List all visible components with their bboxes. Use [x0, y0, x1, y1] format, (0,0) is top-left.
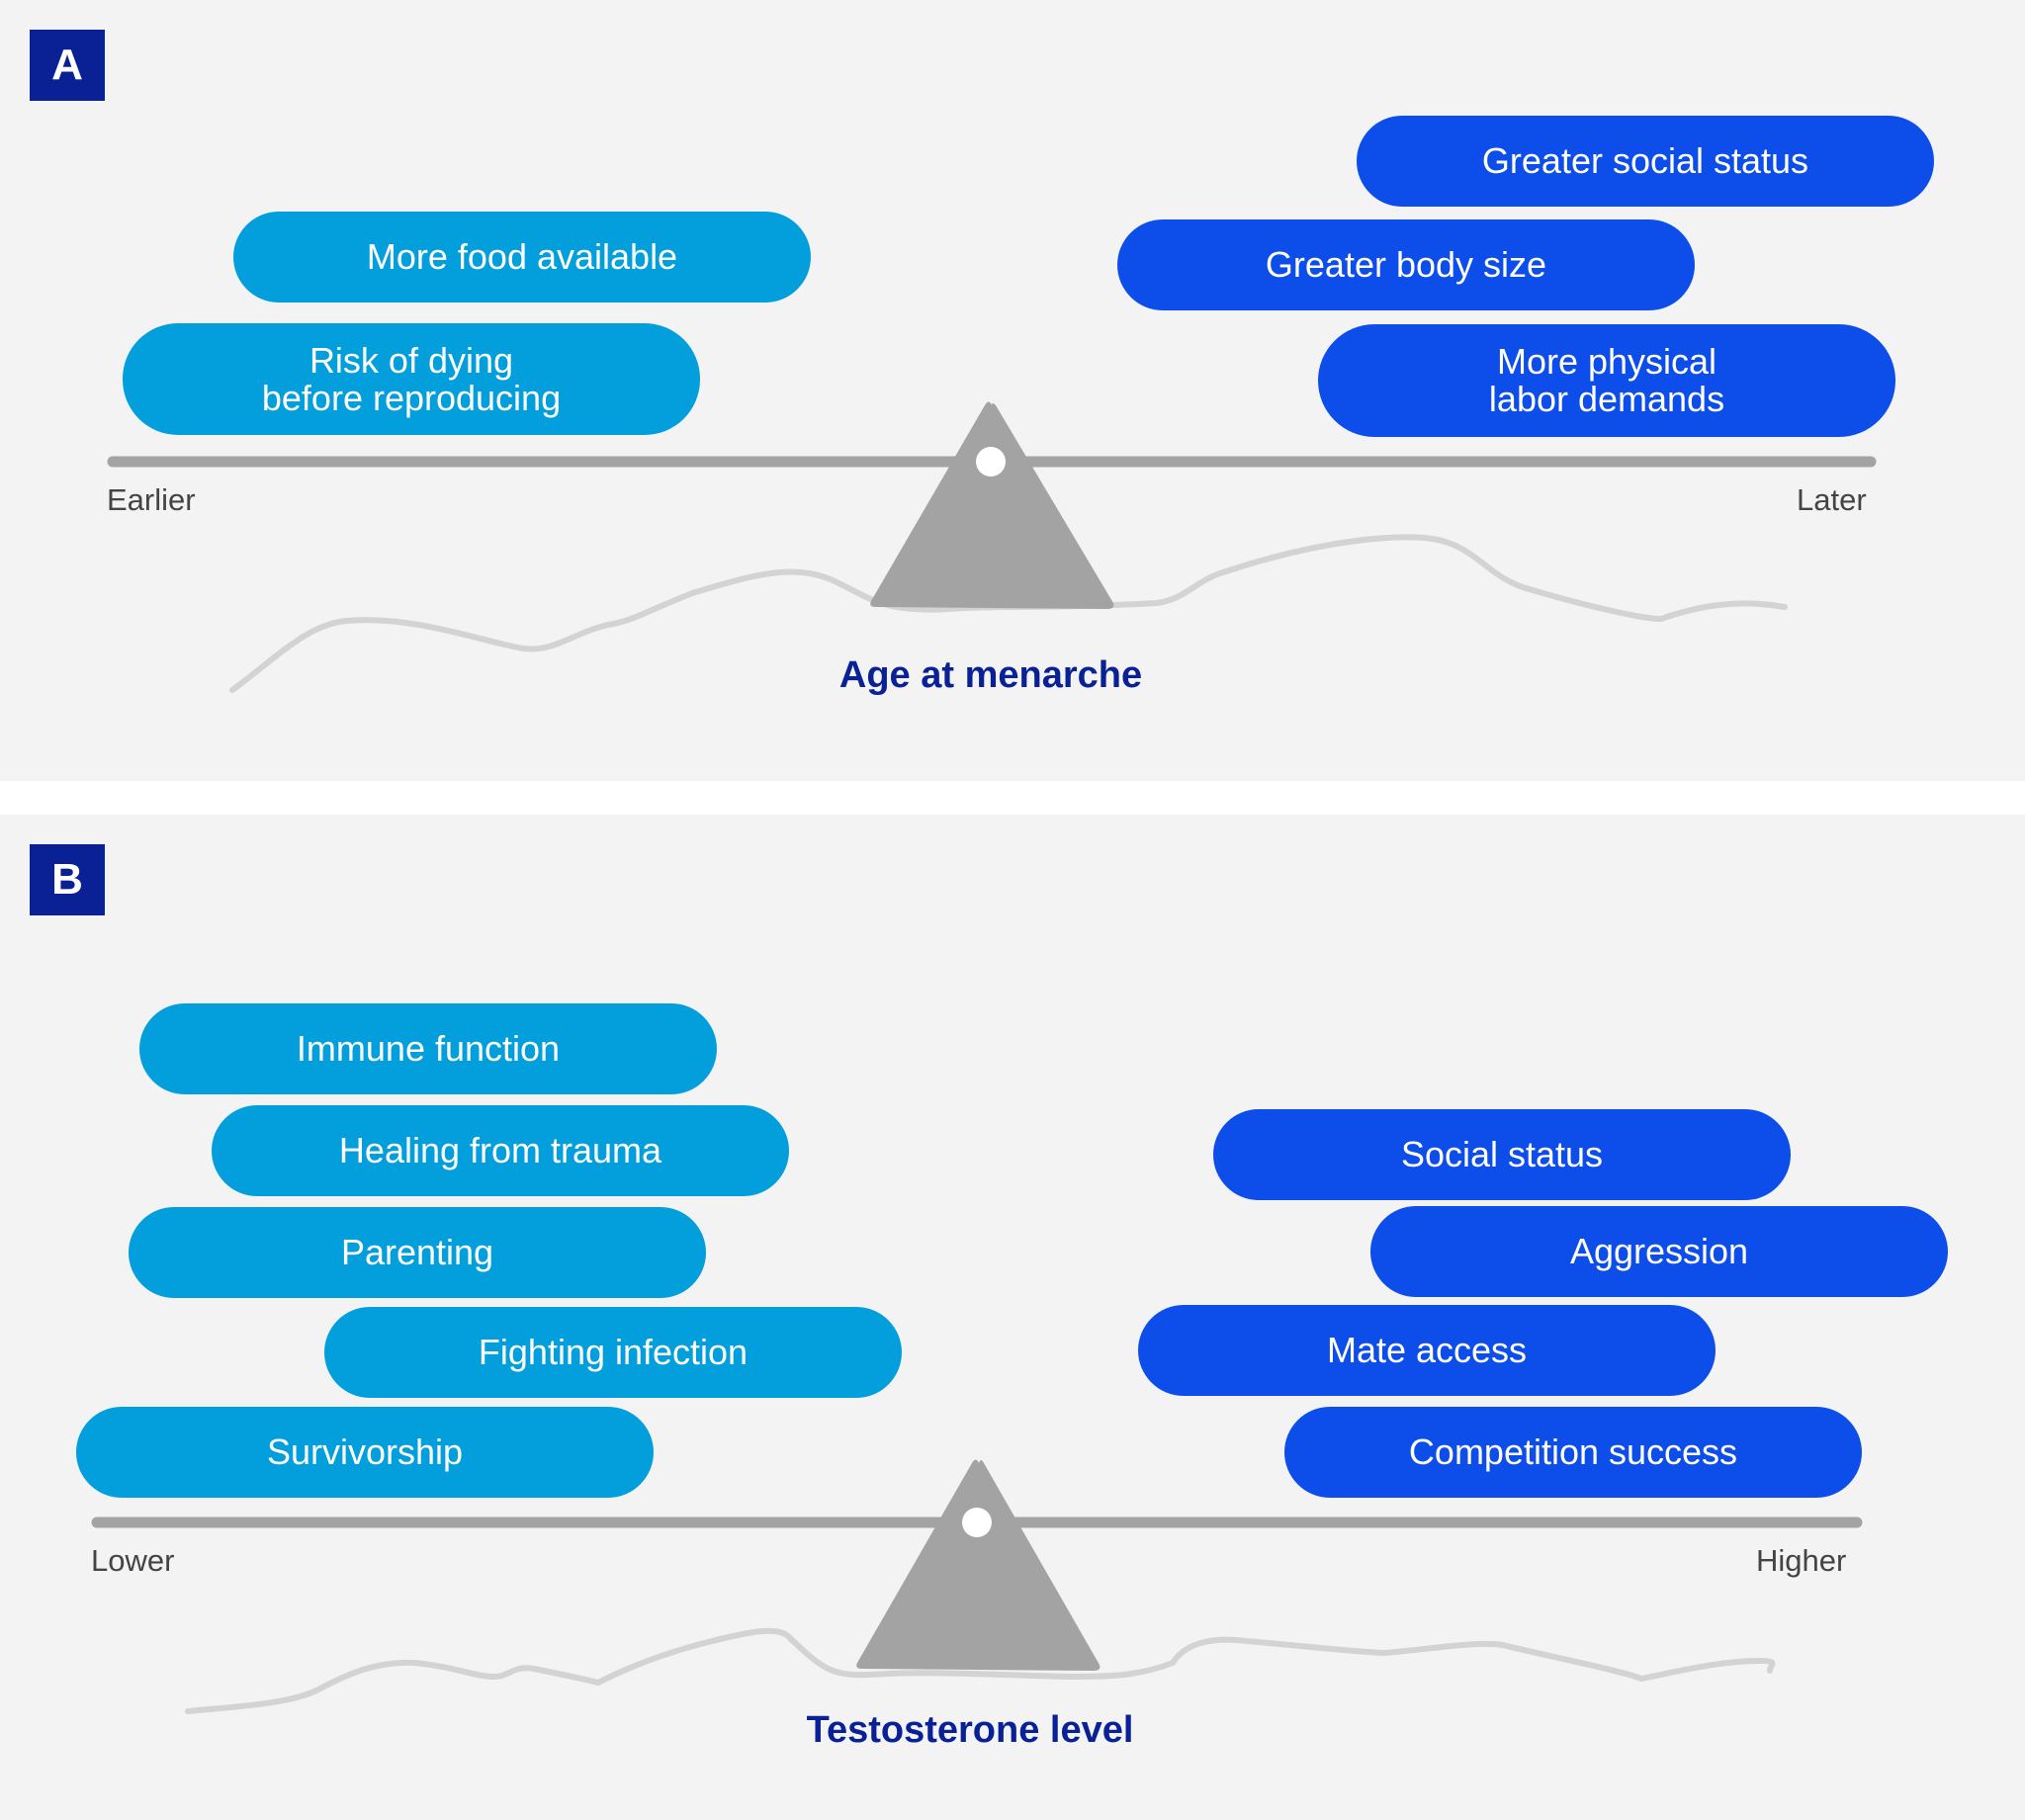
- factor-label: Immune function: [296, 1028, 561, 1069]
- seesaw-a: [107, 401, 1877, 693]
- factor-pill: Immune function: [139, 1003, 717, 1094]
- high-end-label: Higher: [1756, 1543, 1847, 1578]
- factor-pill: Greater social status: [1357, 116, 1934, 207]
- factor-pill: Social status: [1213, 1109, 1791, 1200]
- factor-pill: More physical labor demands: [1318, 324, 1895, 437]
- fulcrum-b: [856, 1459, 1101, 1671]
- factor-pill: Greater body size: [1117, 219, 1695, 310]
- factor-label: Risk of dying before reproducing: [261, 339, 562, 418]
- factor-pill: Competition success: [1284, 1407, 1862, 1498]
- factor-label: More food available: [366, 236, 678, 277]
- factor-label: Parenting: [340, 1232, 494, 1272]
- low-end-label: Earlier: [107, 482, 196, 517]
- factor-pill: Risk of dying before reproducing: [123, 323, 700, 435]
- panel-a: A More food available Risk of dying befo…: [0, 0, 2025, 781]
- high-end-label: Later: [1797, 482, 1867, 517]
- panel-a-badge: A: [30, 30, 105, 101]
- factor-pill: Survivorship: [76, 1407, 654, 1498]
- axis-title: Age at menarche: [838, 654, 1143, 696]
- factor-pill: Parenting: [129, 1207, 706, 1298]
- factor-pill: Fighting infection: [324, 1307, 902, 1398]
- factor-label: Greater social status: [1481, 140, 1809, 181]
- seesaw-b: [91, 1459, 1863, 1714]
- fulcrum-a: [870, 401, 1114, 609]
- factor-label: Survivorship: [266, 1431, 464, 1472]
- factor-pill: Mate access: [1138, 1305, 1716, 1396]
- axis-title: Testosterone level: [806, 1709, 1134, 1751]
- factor-label: Aggression: [1569, 1231, 1749, 1271]
- factor-label: Fighting infection: [478, 1332, 748, 1372]
- pivot-b: [962, 1508, 992, 1537]
- panel-b: B Immune function Healing from trauma Pa…: [0, 815, 2025, 1820]
- low-end-label: Lower: [91, 1543, 175, 1578]
- factor-label: More physical labor demands: [1488, 341, 1725, 419]
- ground-line-b: [185, 1627, 1776, 1714]
- factor-pill: More food available: [233, 212, 811, 303]
- factor-pill: Aggression: [1370, 1206, 1948, 1297]
- factor-label: Mate access: [1326, 1330, 1528, 1370]
- panel-b-badge: B: [30, 844, 105, 915]
- factor-label: Greater body size: [1265, 244, 1547, 285]
- factor-label: Competition success: [1408, 1431, 1738, 1472]
- factor-pill: Healing from trauma: [212, 1105, 789, 1196]
- pivot-a: [976, 447, 1006, 477]
- factor-label: Social status: [1400, 1134, 1604, 1174]
- factor-label: Healing from trauma: [338, 1130, 662, 1170]
